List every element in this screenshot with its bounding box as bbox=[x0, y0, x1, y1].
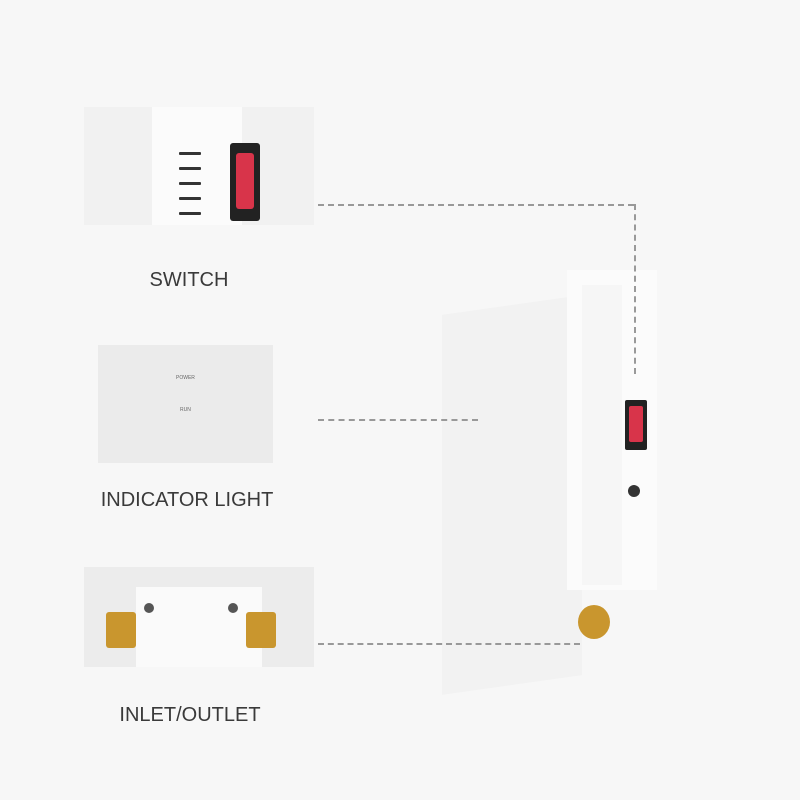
indicator-detail-photo: POWER RUN bbox=[98, 345, 273, 463]
rocker-switch-icon bbox=[230, 143, 260, 221]
brass-fitting-icon bbox=[578, 605, 610, 639]
switch-detail-photo bbox=[84, 107, 314, 225]
switch-connector-line bbox=[318, 204, 634, 206]
power-indicator-label: POWER bbox=[176, 375, 195, 381]
run-indicator-label: RUN bbox=[180, 407, 191, 413]
indicator-light-label: INDICATOR LIGHT bbox=[100, 489, 274, 511]
inlet-connector-line bbox=[318, 643, 580, 645]
brass-fitting-icon bbox=[246, 612, 276, 648]
inlet-outlet-label: INLET/OUTLET bbox=[119, 704, 261, 726]
inlet-outlet-detail-photo bbox=[84, 567, 314, 667]
brass-fitting-icon bbox=[106, 612, 136, 648]
switch-label: SWITCH bbox=[149, 269, 229, 291]
water-heater-photo bbox=[442, 265, 657, 695]
indicator-connector-line bbox=[318, 419, 478, 421]
